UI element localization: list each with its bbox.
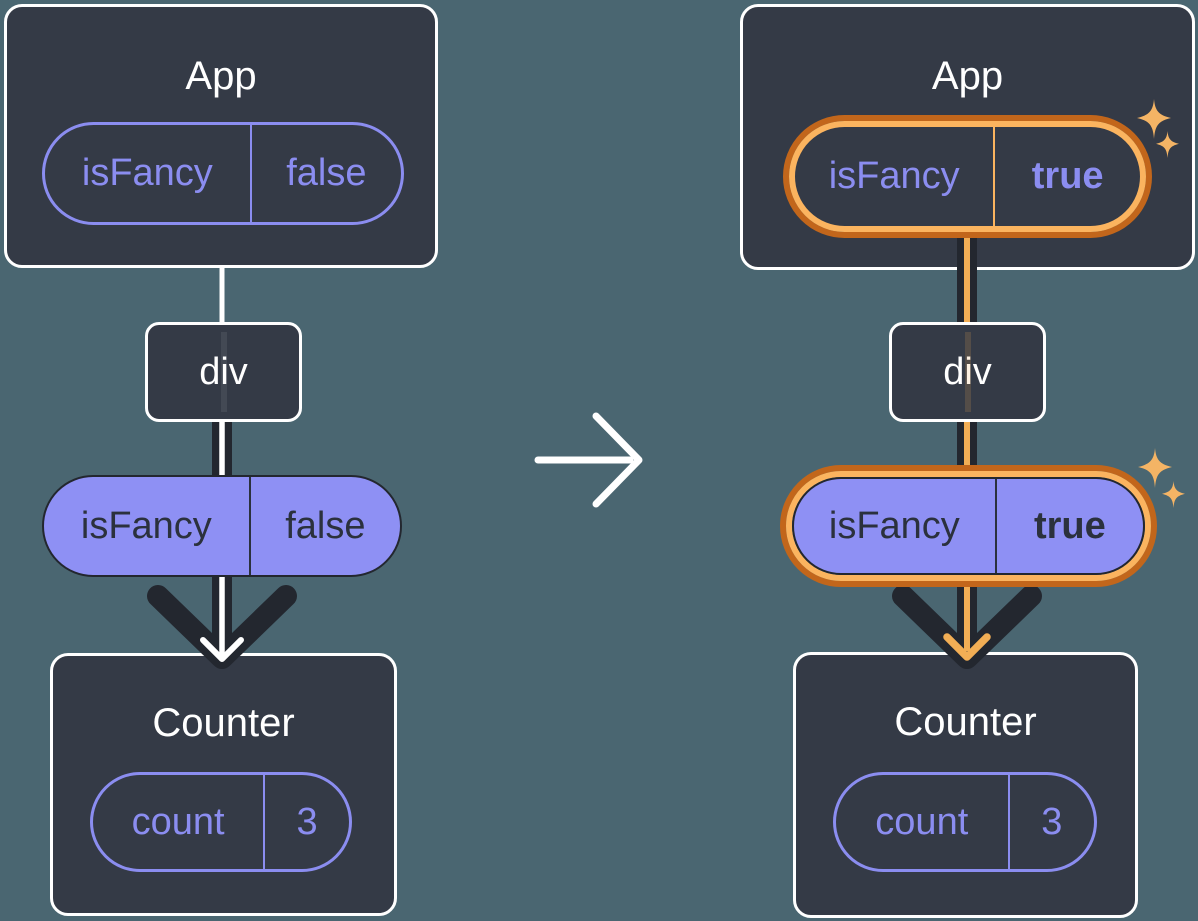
after-prop-highlight-ring-inner: isFancy true (786, 471, 1151, 581)
after-div-label: div (943, 350, 992, 393)
before-prop-value: false (248, 477, 400, 575)
after-counter-state-value: 3 (1007, 775, 1094, 869)
before-app-title: App (185, 54, 257, 98)
before-counter-state-name: count (131, 800, 225, 843)
before-div-stripe (220, 332, 227, 412)
after-app-highlight-ring: isFancy true (783, 115, 1152, 238)
before-app-state-value: false (249, 125, 401, 222)
before-counter-state-pill: count 3 (90, 772, 352, 872)
before-app-state-name: isFancy (81, 152, 213, 194)
after-prop-name: isFancy (828, 504, 960, 547)
after-counter-state-name: count (875, 800, 969, 843)
after-app-state-name: isFancy (828, 155, 960, 197)
after-prop-pill: isFancy true (792, 477, 1145, 575)
after-div-stripe (964, 332, 971, 412)
before-counter-state-value: 3 (263, 775, 349, 869)
before-prop-pill: isFancy false (42, 475, 402, 577)
after-app-state-pill: isFancy true (795, 127, 1140, 226)
before-counter-title: Counter (152, 701, 295, 745)
after-prop-highlight-ring: isFancy true (780, 465, 1157, 587)
before-prop-name: isFancy (80, 504, 212, 547)
sparkle-icon (1162, 481, 1185, 508)
after-prop-value: true (994, 479, 1143, 573)
before-div-node: div (145, 322, 302, 422)
after-flow-arrow-icon (892, 234, 1042, 669)
after-app-title: App (931, 54, 1004, 98)
after-counter-title: Counter (894, 700, 1037, 744)
after-app-state-value: true (993, 127, 1140, 226)
transition-arrow-icon (534, 412, 643, 508)
before-div-label: div (199, 350, 248, 393)
sparkle-icon (1138, 448, 1172, 488)
after-app-highlight-ring-inner: isFancy true (789, 121, 1146, 232)
before-app-state-pill: isFancy false (42, 122, 404, 225)
after-counter-state-pill: count 3 (833, 772, 1097, 872)
after-div-node: div (889, 322, 1046, 422)
